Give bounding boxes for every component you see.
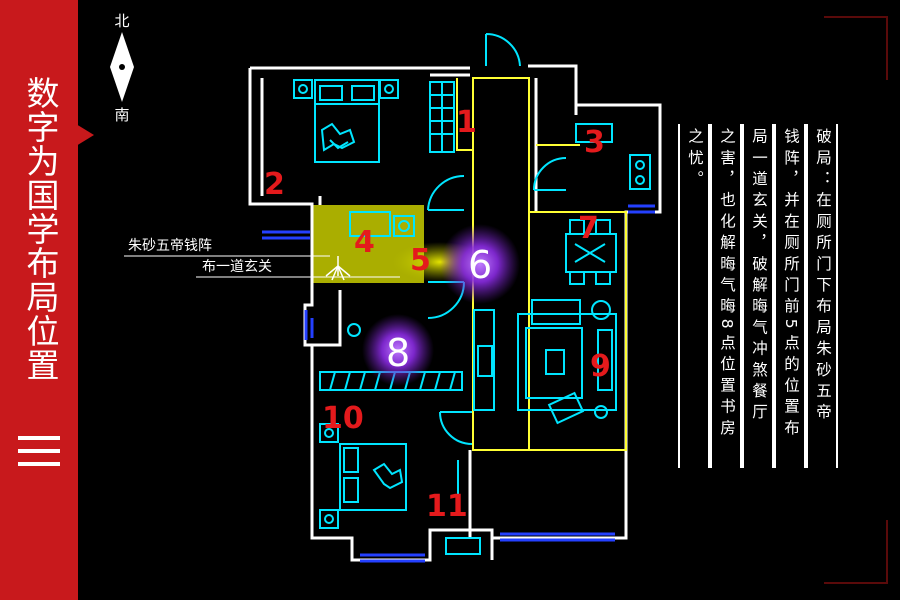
- room-number-3: 3: [584, 125, 605, 160]
- spot-number-8: 8: [386, 331, 411, 375]
- spot-number-6: 6: [468, 243, 493, 287]
- annotation-entrance: 布一道玄关: [202, 259, 272, 275]
- description-column-5: 之忧。: [678, 124, 710, 468]
- description-column-4: 之害，也化解晦气晦8点位置书房: [710, 124, 742, 468]
- room-number-9: 9: [590, 349, 611, 384]
- side-title: 数字为国学布局位置: [21, 76, 60, 382]
- side-numeral-three: [18, 436, 60, 466]
- room-outlines: [456, 77, 627, 451]
- description-column-3: 局一道玄关，破解晦气冲煞餐厅: [742, 124, 774, 468]
- purple-glow-6: [440, 224, 520, 304]
- compass-south-label: 南: [114, 106, 130, 124]
- compass-north-label: 北: [114, 12, 130, 30]
- corner-bracket-top-right: [824, 16, 888, 584]
- side-pointer-arrow: [76, 124, 94, 146]
- side-panel: 数字为国学布局位置: [0, 0, 78, 600]
- room-number-5: 5: [410, 243, 431, 278]
- room-number-11: 11: [426, 489, 468, 524]
- compass-icon: [110, 32, 134, 102]
- annotation-cinnabar: 朱砂五帝钱阵: [128, 238, 212, 254]
- coin-array-icon: [325, 256, 351, 281]
- room-number-2: 2: [264, 167, 285, 202]
- description-column-2: 钱阵，并在厕所门前5点的位置布: [774, 124, 806, 468]
- room-number-7: 7: [578, 211, 599, 246]
- room-number-10: 10: [322, 401, 364, 436]
- fixtures: [293, 32, 651, 555]
- room-number-1: 1: [456, 105, 477, 140]
- room-number-4: 4: [354, 225, 375, 260]
- purple-glow-8: [362, 314, 434, 386]
- description-column-1: 破局：在厕所门下布局朱砂五帝: [806, 124, 838, 468]
- windows: [262, 204, 655, 563]
